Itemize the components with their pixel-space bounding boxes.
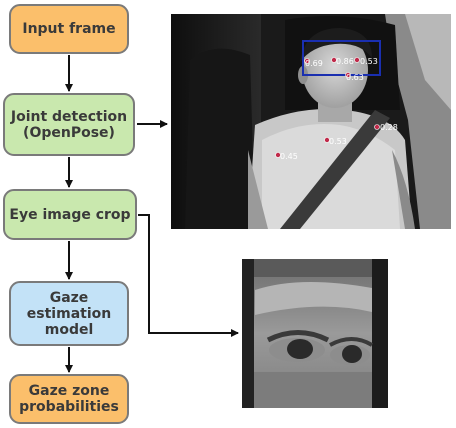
- joint-confidence-label: 0.45: [280, 152, 298, 161]
- joint-confidence-label: 0.69: [305, 59, 323, 68]
- eye-crop-image: [242, 259, 388, 408]
- joint-confidence-label: 0.53: [329, 137, 347, 146]
- arrow-to-eye-crop: [138, 214, 239, 337]
- joint-point: [345, 72, 351, 78]
- eye-bounding-box: [302, 40, 381, 76]
- joint-point: [304, 58, 310, 64]
- joint-detection-box: Joint detection (OpenPose): [3, 93, 135, 156]
- joint-confidence-label: 0.86: [336, 57, 354, 66]
- eye-image-crop-box: Eye image crop: [3, 189, 137, 240]
- driver-frame-image: [171, 14, 451, 229]
- gaze-zone-probabilities-box: Gaze zone probabilities: [9, 374, 129, 424]
- joint-point: [324, 137, 330, 143]
- joint-points: [275, 57, 380, 158]
- joint-confidence-label: 0.28: [380, 123, 398, 132]
- joint-point: [331, 57, 337, 63]
- gaze-estimation-model-box: Gaze estimation model: [9, 281, 129, 346]
- input-frame-box: Input frame: [9, 4, 129, 54]
- joint-point: [354, 57, 360, 63]
- joint-point: [275, 152, 281, 158]
- joint-point: [374, 124, 380, 130]
- joint-confidence-label: 0.53: [360, 57, 378, 66]
- joint-confidence-label: 0.63: [346, 73, 364, 82]
